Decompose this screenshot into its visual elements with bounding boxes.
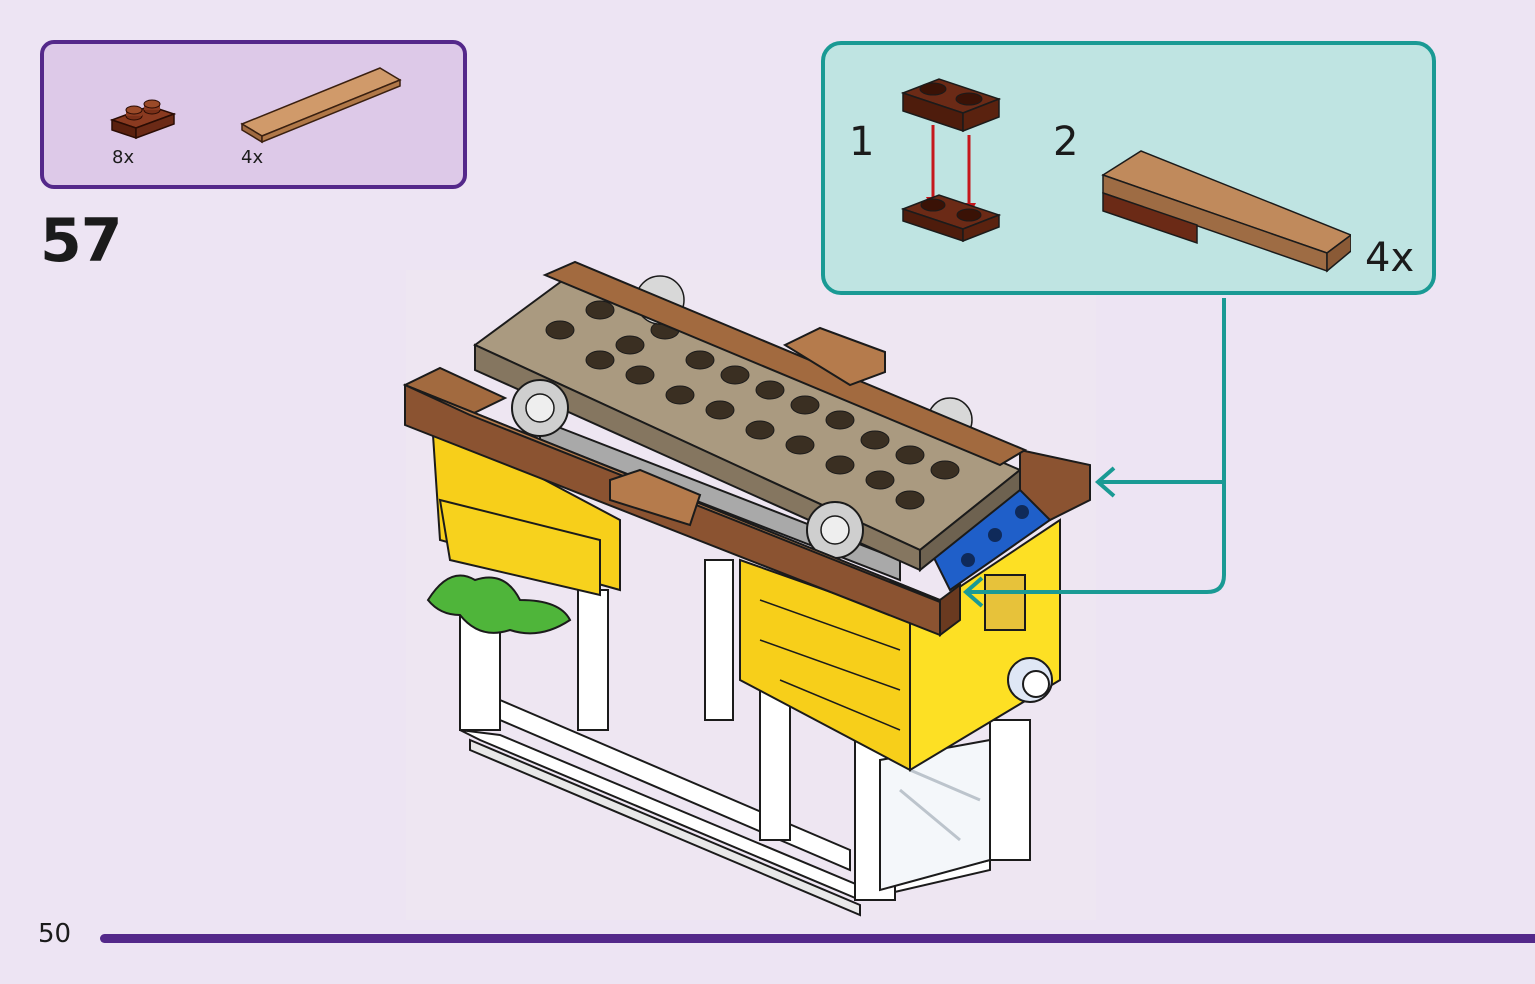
stud-grid [545, 300, 960, 510]
sub-assembly-callout: 1 2 4x [821, 41, 1436, 295]
callout-pointer-arrows [962, 298, 1226, 608]
brown-plate-icon [109, 99, 177, 140]
tan-tile-icon [240, 67, 402, 144]
page-footer-bar [100, 934, 1535, 943]
parts-list-box: 8x 4x [40, 40, 467, 189]
stack-plates-icon [900, 78, 1002, 243]
callout-quantity: 4x [1365, 235, 1415, 281]
part-quantity: 8x [112, 147, 135, 168]
substep-label: 1 [849, 119, 875, 165]
page-number: 50 [38, 919, 72, 949]
step-number: 57 [40, 206, 122, 276]
add-tile-icon [1101, 150, 1351, 273]
part-quantity: 4x [241, 147, 264, 168]
substep-label: 2 [1053, 119, 1079, 165]
